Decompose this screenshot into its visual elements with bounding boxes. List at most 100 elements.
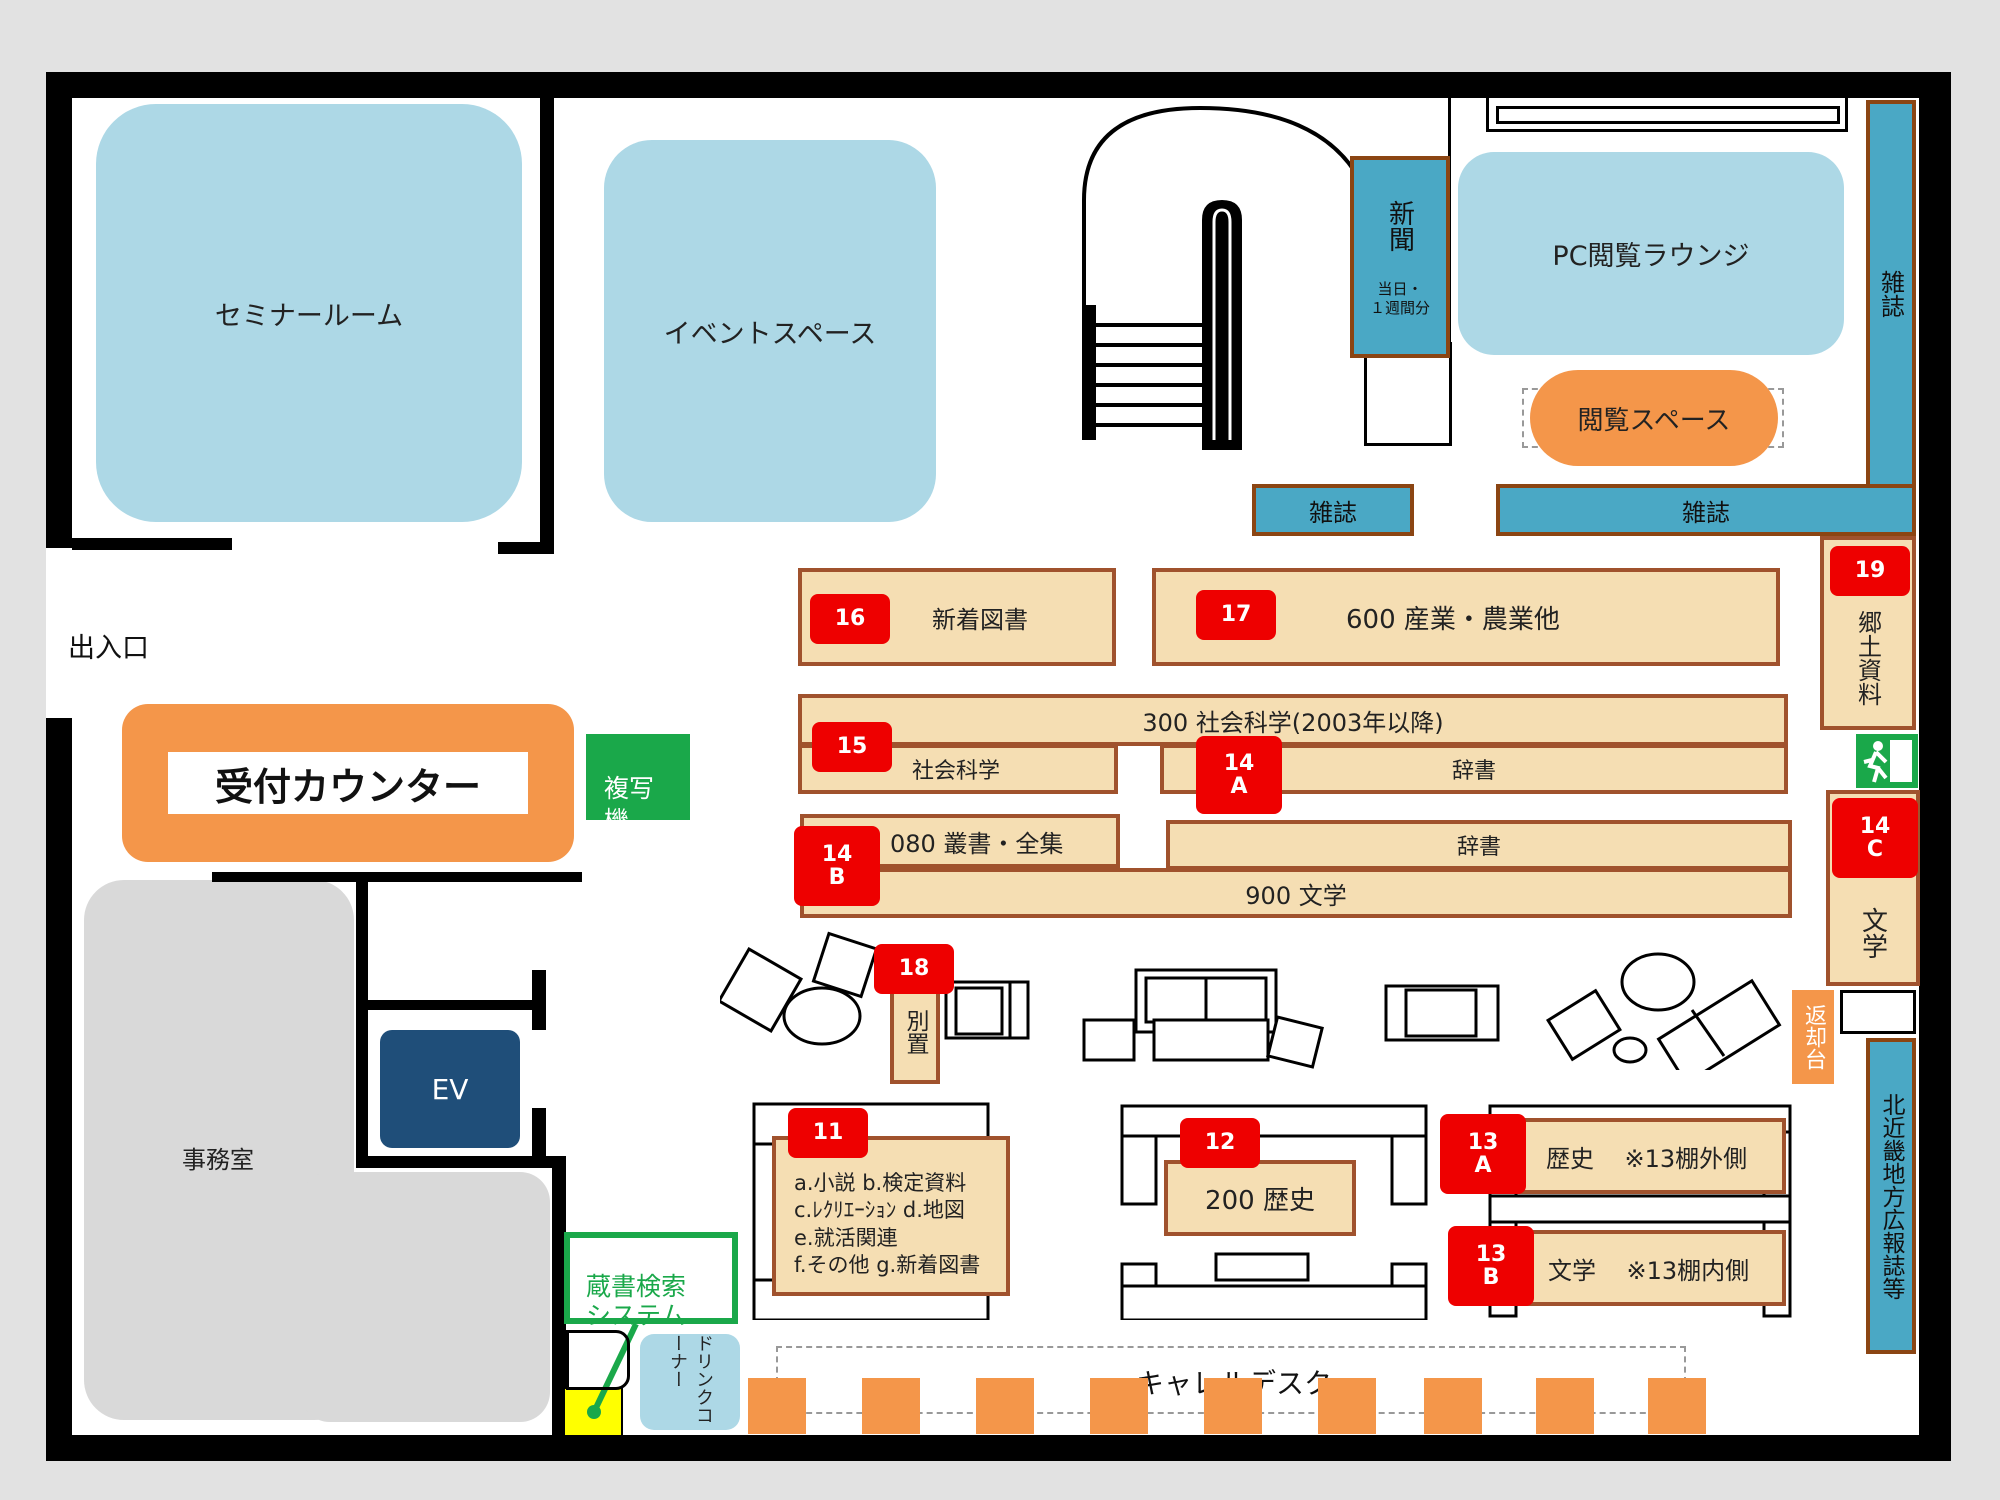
reception-counter: 受付カウンター <box>122 704 574 862</box>
newspaper-sub: 当日・ １週間分 <box>1369 280 1430 317</box>
drink-corner-label: ドリンクコーナー <box>667 1334 714 1424</box>
badge-17: 17 <box>1196 590 1276 640</box>
badge-19: 19 <box>1830 546 1910 596</box>
elevator-label: EV <box>431 1072 469 1106</box>
shelf-13a: 歴史 ※13棚外側 <box>1490 1118 1786 1194</box>
search-system: 蔵書検索 システム <box>564 1232 738 1329</box>
shelf-300: 300 社会科学(2003年以降) <box>798 694 1788 746</box>
copier-label: 複写 機 <box>604 774 655 835</box>
badge-14a: 14 A <box>1196 736 1282 814</box>
badge-14c: 14 C <box>1832 798 1918 878</box>
seminar-room: セミナールーム <box>96 104 522 522</box>
carrel-seat <box>748 1378 806 1434</box>
event-space: イベントスペース <box>604 140 936 522</box>
reception-counter-inner: 受付カウンター <box>168 752 528 814</box>
reading-space-label: 閲覧スペース <box>1577 405 1731 436</box>
shelf-900: 900 文学 <box>800 868 1792 918</box>
small-wall <box>566 1330 630 1390</box>
office-extension <box>300 1172 550 1422</box>
return-desk-frame <box>1840 990 1916 1034</box>
shelf-17-label: 600 産業・農業他 <box>1346 604 1560 635</box>
lounge-furniture <box>720 931 1782 1070</box>
badge-14b: 14 B <box>794 826 880 906</box>
seminar-wall-bottom-left <box>72 538 232 550</box>
badge-12: 12 <box>1180 1118 1260 1168</box>
wall-bottom <box>46 1435 1951 1461</box>
staircase <box>1082 105 1362 450</box>
shelf-12: 200 歴史 <box>1164 1160 1356 1236</box>
wall-right <box>1919 72 1951 1461</box>
office-label: 事務室 <box>182 1146 254 1174</box>
wall-top <box>46 72 1951 98</box>
shelf-13b: 文学 ※13棚内側 <box>1496 1230 1786 1306</box>
return-desk-label: 返却台 <box>1801 1004 1826 1070</box>
seminar-wall-right <box>540 98 554 553</box>
badge-13b: 13 B <box>1448 1226 1534 1306</box>
carrel-seat <box>862 1378 920 1434</box>
drink-corner: ドリンクコーナー <box>640 1334 740 1430</box>
search-system-pointer <box>563 1322 639 1437</box>
reception-label: 受付カウンター <box>214 764 481 809</box>
carrel-seat <box>976 1378 1034 1434</box>
shelf-11: a.小説 b.検定資料 c.ﾚｸﾘｴｰｼｮﾝ d.地図 e.就活関連 f.その他… <box>772 1136 1010 1296</box>
shelf-13a-label: 歴史 ※13棚外側 <box>1546 1144 1748 1173</box>
shelf-14a-label: 辞書 <box>1451 759 1496 784</box>
magazine-rack-long-label: 雑誌 <box>1682 498 1730 527</box>
magazine-rack-right-label: 雑誌 <box>1876 270 1905 318</box>
kinki-rack-label: 北近畿地方広報誌等 <box>1878 1092 1904 1300</box>
shelf-14b-dict: 辞書 <box>1166 820 1792 870</box>
pc-lounge: PC閲覧ラウンジ <box>1458 152 1844 355</box>
wall-left-lower <box>46 718 72 1461</box>
top-bench-inner <box>1496 106 1840 124</box>
top-bench <box>1486 98 1848 132</box>
pc-lounge-label: PC閲覧ラウンジ <box>1552 241 1750 272</box>
kinki-rack: 北近畿地方広報誌等 <box>1866 1038 1916 1354</box>
shelf-16-label: 新着図書 <box>932 605 1028 634</box>
shelf-11-label: a.小説 b.検定資料 c.ﾚｸﾘｴｰｼｮﾝ d.地図 e.就活関連 f.その他… <box>794 1171 981 1277</box>
entrance-label: 出入口 <box>68 633 149 664</box>
shelf-12-label: 200 歴史 <box>1205 1185 1315 1216</box>
shelf-18-label: 別置 <box>902 1009 928 1055</box>
carrel-seat <box>1090 1378 1148 1434</box>
carrel-seat <box>1648 1378 1706 1434</box>
carrel-seat <box>1424 1378 1482 1434</box>
ev-wall-right-lower <box>532 1108 546 1158</box>
emergency-exit-icon <box>1856 734 1918 788</box>
carrel-seat <box>1536 1378 1594 1434</box>
newspaper-title: 新聞 <box>1384 200 1415 252</box>
shelf-19-label: 郷土資料 <box>1853 610 1882 706</box>
shelf-13b-label: 文学 ※13棚内側 <box>1548 1256 1750 1285</box>
return-desk: 返却台 <box>1792 990 1834 1084</box>
office-wall-top <box>212 872 582 882</box>
newspaper-stand: 新聞 当日・ １週間分 <box>1350 156 1450 358</box>
seminar-wall-bottom-right <box>498 542 554 554</box>
seminar-room-label: セミナールーム <box>214 300 404 332</box>
magazine-rack-small: 雑誌 <box>1252 484 1414 536</box>
ev-wall-bottom <box>356 1156 566 1168</box>
event-space-label: イベントスペース <box>663 318 877 350</box>
shelf-14c-label: 文学 <box>1857 907 1888 959</box>
magazine-rack-long: 雑誌 <box>1496 484 1916 536</box>
badge-13a: 13 A <box>1440 1114 1526 1194</box>
office-wall-vertical <box>356 872 368 1168</box>
shelf-18: 別置 <box>890 980 940 1084</box>
badge-15: 15 <box>812 722 892 772</box>
badge-11: 11 <box>788 1108 868 1158</box>
copier: 複写 機 <box>586 734 690 835</box>
wall-left-upper <box>46 72 72 548</box>
carrel-seat <box>1318 1378 1376 1434</box>
shelf-300-label: 300 社会科学(2003年以降) <box>1142 708 1444 737</box>
badge-16: 16 <box>810 594 890 644</box>
ev-wall-top <box>356 1000 546 1010</box>
shelf-14b-dict-label: 辞書 <box>1456 835 1501 860</box>
magazine-rack-small-label: 雑誌 <box>1309 498 1357 527</box>
ev-wall-right-upper <box>532 970 546 1030</box>
magazine-rack-right: 雑誌 <box>1866 100 1916 488</box>
elevator: EV <box>380 1030 520 1148</box>
reading-space: 閲覧スペース <box>1530 370 1778 466</box>
shelf-900-label: 900 文学 <box>1245 881 1347 910</box>
badge-18: 18 <box>874 944 954 994</box>
shelf-16: 新着図書 <box>798 568 1116 666</box>
shelf-15-label: 社会科学 <box>912 759 1001 784</box>
office-wall-right <box>552 1156 566 1436</box>
